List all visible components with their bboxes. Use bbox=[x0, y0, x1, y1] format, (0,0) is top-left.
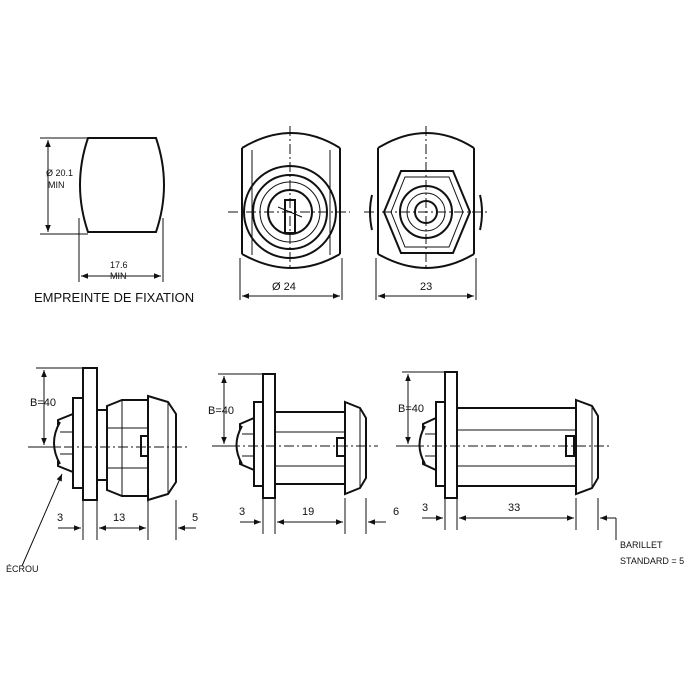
back-width-dim-label: 23 bbox=[420, 281, 432, 293]
side1-dim-c: 5 bbox=[192, 512, 198, 524]
side2-height-dim-label: B=40 bbox=[208, 405, 234, 417]
side2-nut bbox=[235, 425, 243, 465]
front-view-top-arc bbox=[241, 132, 341, 149]
key-slot bbox=[284, 199, 296, 234]
side2-body bbox=[274, 411, 346, 485]
side2-dim-a: 3 bbox=[239, 506, 245, 518]
side1-height-dim-label: B=40 bbox=[30, 397, 56, 409]
footprint-width-dim-label: 17.6 bbox=[110, 260, 128, 270]
side3-height-dim-label: B=40 bbox=[398, 403, 424, 415]
side3-nut bbox=[418, 425, 426, 465]
front-width-dim-label: Ø 24 bbox=[272, 281, 296, 293]
footprint-height-dim-sub: MIN bbox=[48, 180, 65, 190]
side2-dim-b: 19 bbox=[302, 506, 314, 518]
footprint-view: Ø 20.1 MIN 17.6 MIN EMPREINTE DE FIXATIO… bbox=[34, 137, 194, 305]
footprint-outline bbox=[79, 137, 165, 233]
side-view-2: B=40 3 19 6 bbox=[208, 373, 399, 534]
side3-head bbox=[575, 398, 599, 496]
side3-body bbox=[456, 407, 577, 487]
side3-dim-b: 33 bbox=[508, 502, 520, 514]
barillet-note-line1: BARILLET bbox=[620, 540, 663, 550]
side2-head bbox=[344, 400, 367, 496]
side3-dim-a: 3 bbox=[422, 502, 428, 514]
side1-head bbox=[147, 394, 177, 502]
barillet-note-line2: STANDARD = 5 bbox=[620, 556, 684, 566]
footprint-width-dim-sub: MIN bbox=[110, 271, 127, 281]
footprint-height-dim-label: Ø 20.1 bbox=[46, 168, 73, 178]
side-view-1: B=40 3 13 5 ÉCROU bbox=[6, 367, 198, 574]
side2-dim-c: 6 bbox=[393, 506, 399, 518]
side-view-3: B=40 3 33 BARILLET STANDARD = 5 bbox=[396, 371, 684, 566]
side2-mounting-plate bbox=[262, 373, 276, 499]
ecrou-leader-line bbox=[21, 473, 63, 567]
ecrou-callout: ÉCROU bbox=[6, 564, 39, 574]
front-view: Ø 24 bbox=[228, 126, 350, 300]
footprint-caption: EMPREINTE DE FIXATION bbox=[34, 290, 194, 305]
side1-mounting-plate bbox=[82, 367, 98, 501]
side1-dim-a: 3 bbox=[57, 512, 63, 524]
side1-dim-b: 13 bbox=[113, 512, 125, 524]
back-view: 23 bbox=[364, 126, 488, 300]
side1-nut bbox=[53, 421, 61, 465]
side3-mounting-plate bbox=[444, 371, 458, 499]
